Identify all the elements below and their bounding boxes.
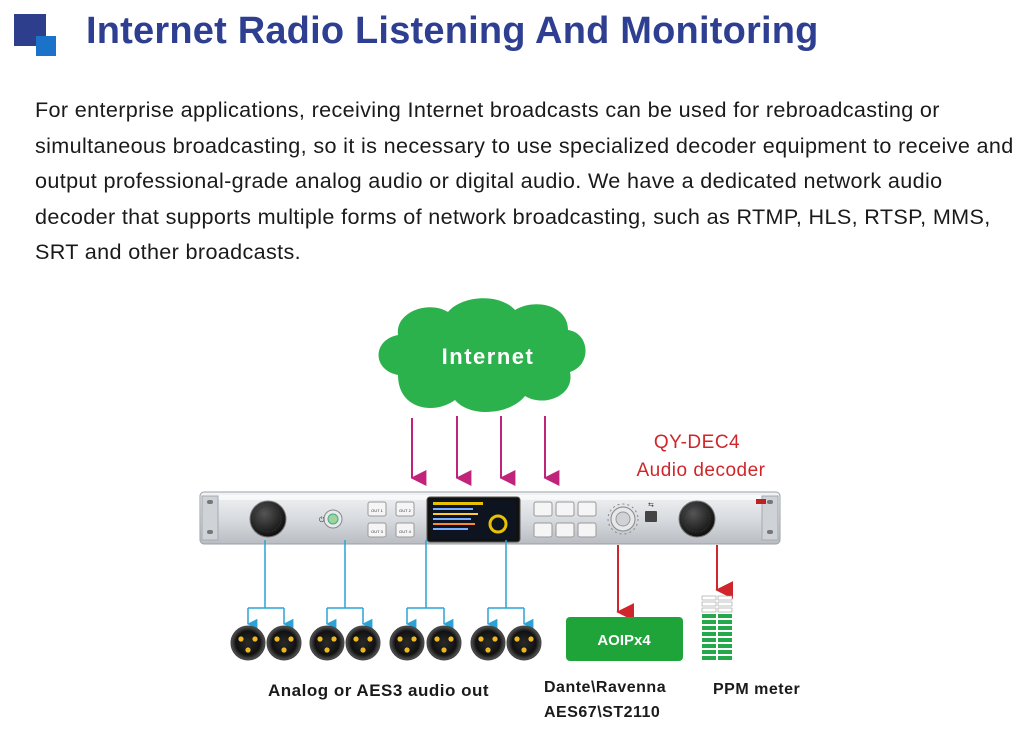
svg-text:⇆: ⇆: [648, 502, 654, 509]
xlr-connector-icon: [426, 625, 462, 661]
aoip-label: AOIPx4: [597, 632, 651, 649]
xlr-connector-icon: [230, 625, 266, 661]
xlr-connector-icon: [389, 625, 425, 661]
description-paragraph: For enterprise applications, receiving I…: [35, 97, 1014, 264]
blue-squares-logo-icon: [14, 14, 58, 58]
aoip-box: [566, 617, 683, 661]
dante-label-line2: AES67\ST2110: [544, 704, 660, 721]
internet-cloud: [378, 298, 586, 412]
xlr-connector-icon: [266, 625, 302, 661]
xlr-connector-icon: [345, 625, 381, 661]
header: Internet Radio Listening And Monitoring: [0, 0, 1021, 80]
dante-label-line1: Dante\Ravenna: [544, 679, 666, 696]
ppm-meter-label: PPM meter: [713, 681, 800, 698]
panel-button-out1: OUT 1: [371, 508, 383, 513]
xlr-connector-icon: [309, 625, 345, 661]
xlr-connector-icon: [470, 625, 506, 661]
decoder-device-panel: ⏻ OUT 1 OUT 2 OUT 3 OUT 4 ⇆: [199, 491, 781, 545]
panel-button-out4: OUT 4: [399, 529, 411, 534]
decoder-diagram: Internet QY-DEC4 Audio decoder ⏻ OUT 1: [199, 298, 800, 721]
analog-output-lines: [246, 540, 534, 630]
cloud-label: Internet: [442, 344, 535, 369]
xlr-connectors: [230, 625, 542, 661]
xlr-connector-icon: [506, 625, 542, 661]
ppm-meter-icon: [701, 595, 733, 660]
device-model-label: QY-DEC4: [654, 432, 740, 453]
panel-button-out3: OUT 3: [371, 529, 383, 534]
page-title: Internet Radio Listening And Monitoring: [86, 10, 819, 52]
panel-button-out2: OUT 2: [399, 508, 411, 513]
analog-out-label: Analog or AES3 audio out: [268, 681, 489, 700]
device-type-label: Audio decoder: [636, 460, 765, 481]
internet-arrows: [410, 416, 560, 486]
svg-text:⏻: ⏻: [319, 516, 325, 524]
